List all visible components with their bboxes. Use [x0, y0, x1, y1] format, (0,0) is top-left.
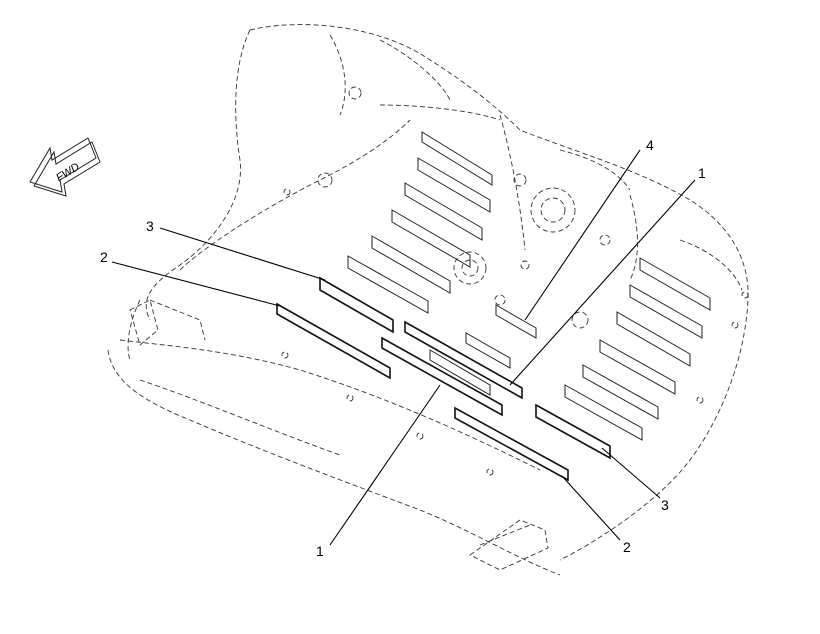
callout-2-left: 2 [100, 249, 108, 265]
center-plates [429, 304, 537, 396]
long-wear-bars [276, 302, 569, 482]
upper-left-wear-strips [319, 131, 493, 334]
mounting-bosses [281, 86, 749, 476]
callout-3-left: 3 [146, 218, 154, 234]
callout-2-right: 2 [623, 539, 631, 555]
leader-lines [111, 149, 696, 546]
right-wear-strips [535, 257, 711, 460]
callout-3-right: 3 [661, 497, 669, 513]
callout-1-upper: 1 [698, 165, 706, 181]
callout-1-lower: 1 [316, 543, 324, 559]
bucket-body-outline [107, 24, 749, 576]
callouts: 4 1 3 2 3 2 1 [100, 137, 706, 559]
fwd-label: FWD [54, 161, 82, 184]
forward-arrow-icon: FWD [29, 137, 101, 197]
callout-4: 4 [646, 137, 654, 153]
